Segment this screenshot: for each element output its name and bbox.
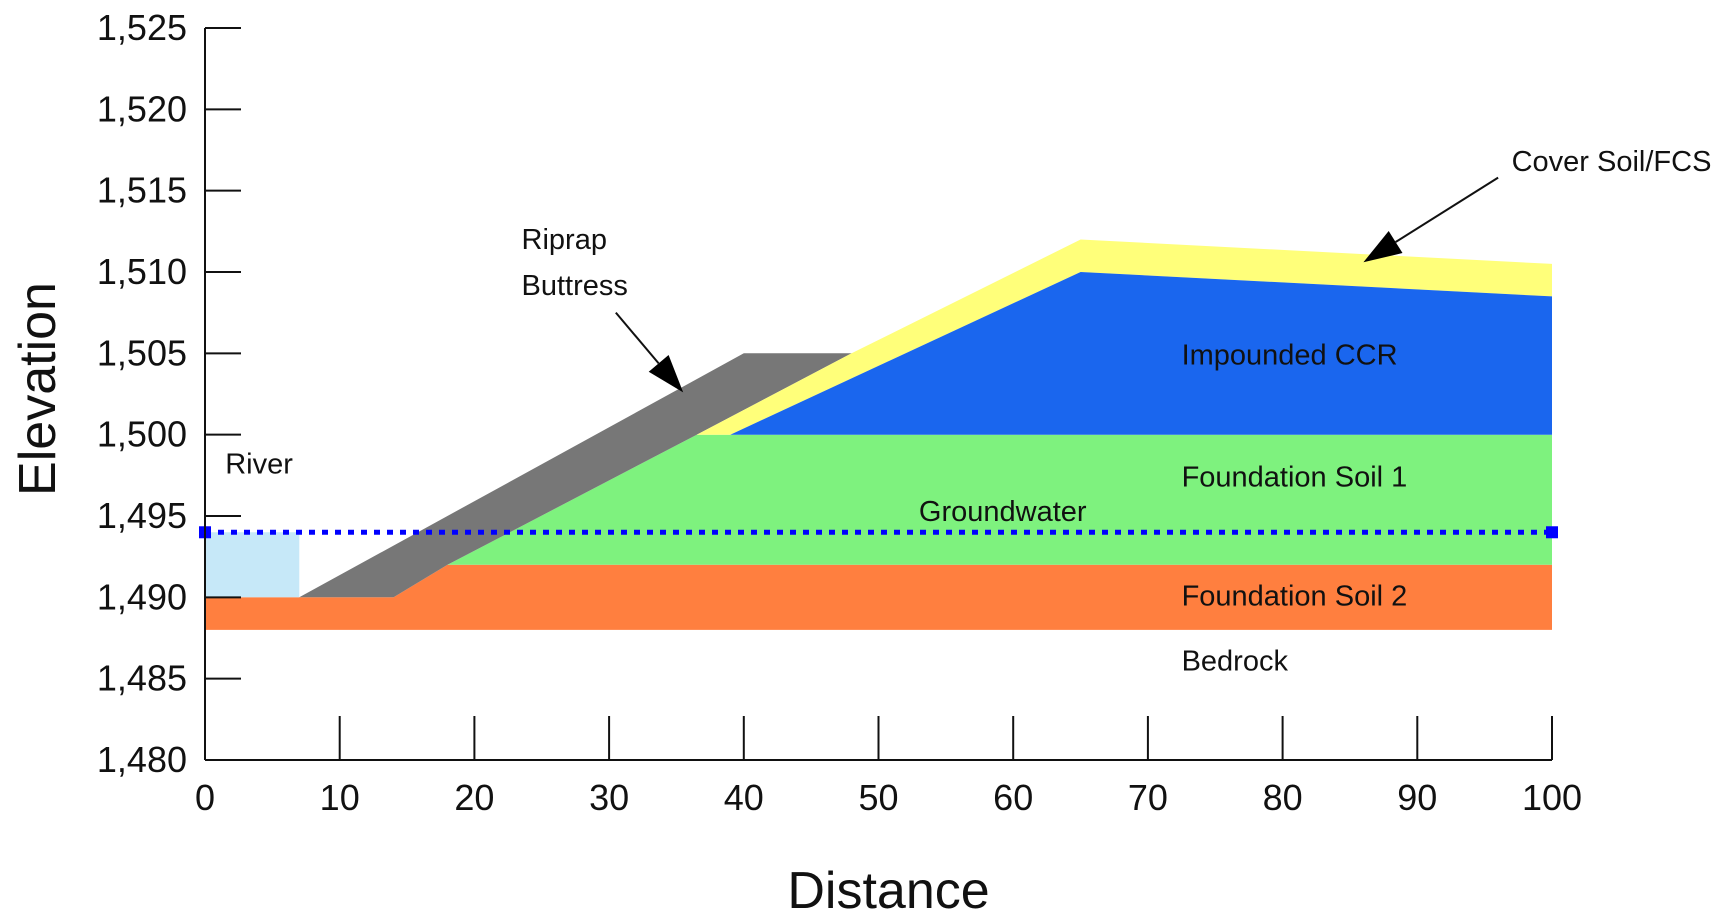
y-tick-label: 1,515 xyxy=(97,170,187,211)
foundation-soil-1-label: Foundation Soil 1 xyxy=(1182,462,1408,494)
y-tick-label: 1,485 xyxy=(97,658,187,699)
river-label: River xyxy=(225,449,293,481)
y-tick-label: 1,495 xyxy=(97,495,187,536)
riprap-buttress-arrow-head xyxy=(648,354,684,393)
foundation-soil-2-label: Foundation Soil 2 xyxy=(1182,580,1408,612)
y-tick-label: 1,520 xyxy=(97,88,187,129)
y-tick-label: 1,500 xyxy=(97,414,187,455)
riprap-buttress-layer xyxy=(299,353,852,598)
river-layer xyxy=(205,532,300,598)
y-tick-label: 1,525 xyxy=(97,7,187,48)
bedrock-label: Bedrock xyxy=(1182,646,1289,678)
x-tick-label: 30 xyxy=(589,777,629,818)
soil-layers xyxy=(205,239,1552,630)
impounded-ccr-label: Impounded CCR xyxy=(1182,340,1398,372)
y-tick-label: 1,490 xyxy=(97,576,187,617)
riprap-buttress-arrow-shaft xyxy=(615,312,660,364)
riprap-label: Riprap xyxy=(522,224,607,256)
y-axis-title: Elevation xyxy=(9,282,67,496)
x-tick-label: 80 xyxy=(1263,777,1303,818)
x-tick-label: 50 xyxy=(858,777,898,818)
cover-soil-arrow-head xyxy=(1363,231,1403,263)
foundation-soil-2-layer xyxy=(205,564,1552,630)
x-tick-label: 90 xyxy=(1397,777,1437,818)
cover-soil-fcs-label: Cover Soil/FCS xyxy=(1512,146,1712,178)
x-tick-label: 10 xyxy=(320,777,360,818)
groundwater-label: Groundwater xyxy=(919,496,1087,528)
groundwater-end-marker xyxy=(1546,526,1558,539)
y-tick-label: 1,505 xyxy=(97,332,187,373)
buttress-label: Buttress xyxy=(522,270,628,302)
callout-arrows xyxy=(615,176,1499,393)
x-tick-label: 70 xyxy=(1128,777,1168,818)
x-tick-label: 40 xyxy=(724,777,764,818)
y-tick-label: 1,480 xyxy=(97,739,187,780)
cover-soil-arrow-shaft xyxy=(1395,176,1499,243)
x-tick-label: 60 xyxy=(993,777,1033,818)
impounded-ccr-layer xyxy=(730,272,1552,435)
x-tick-label: 20 xyxy=(454,777,494,818)
x-tick-label: 0 xyxy=(195,777,215,818)
x-axis-title: Distance xyxy=(787,862,989,916)
axes: 1,480 1,485 1,490 1,495 1,500 1,505 1,510 1,515… xyxy=(9,7,1582,916)
y-tick-label: 1,510 xyxy=(97,251,187,292)
x-tick-label: 100 xyxy=(1522,777,1582,818)
